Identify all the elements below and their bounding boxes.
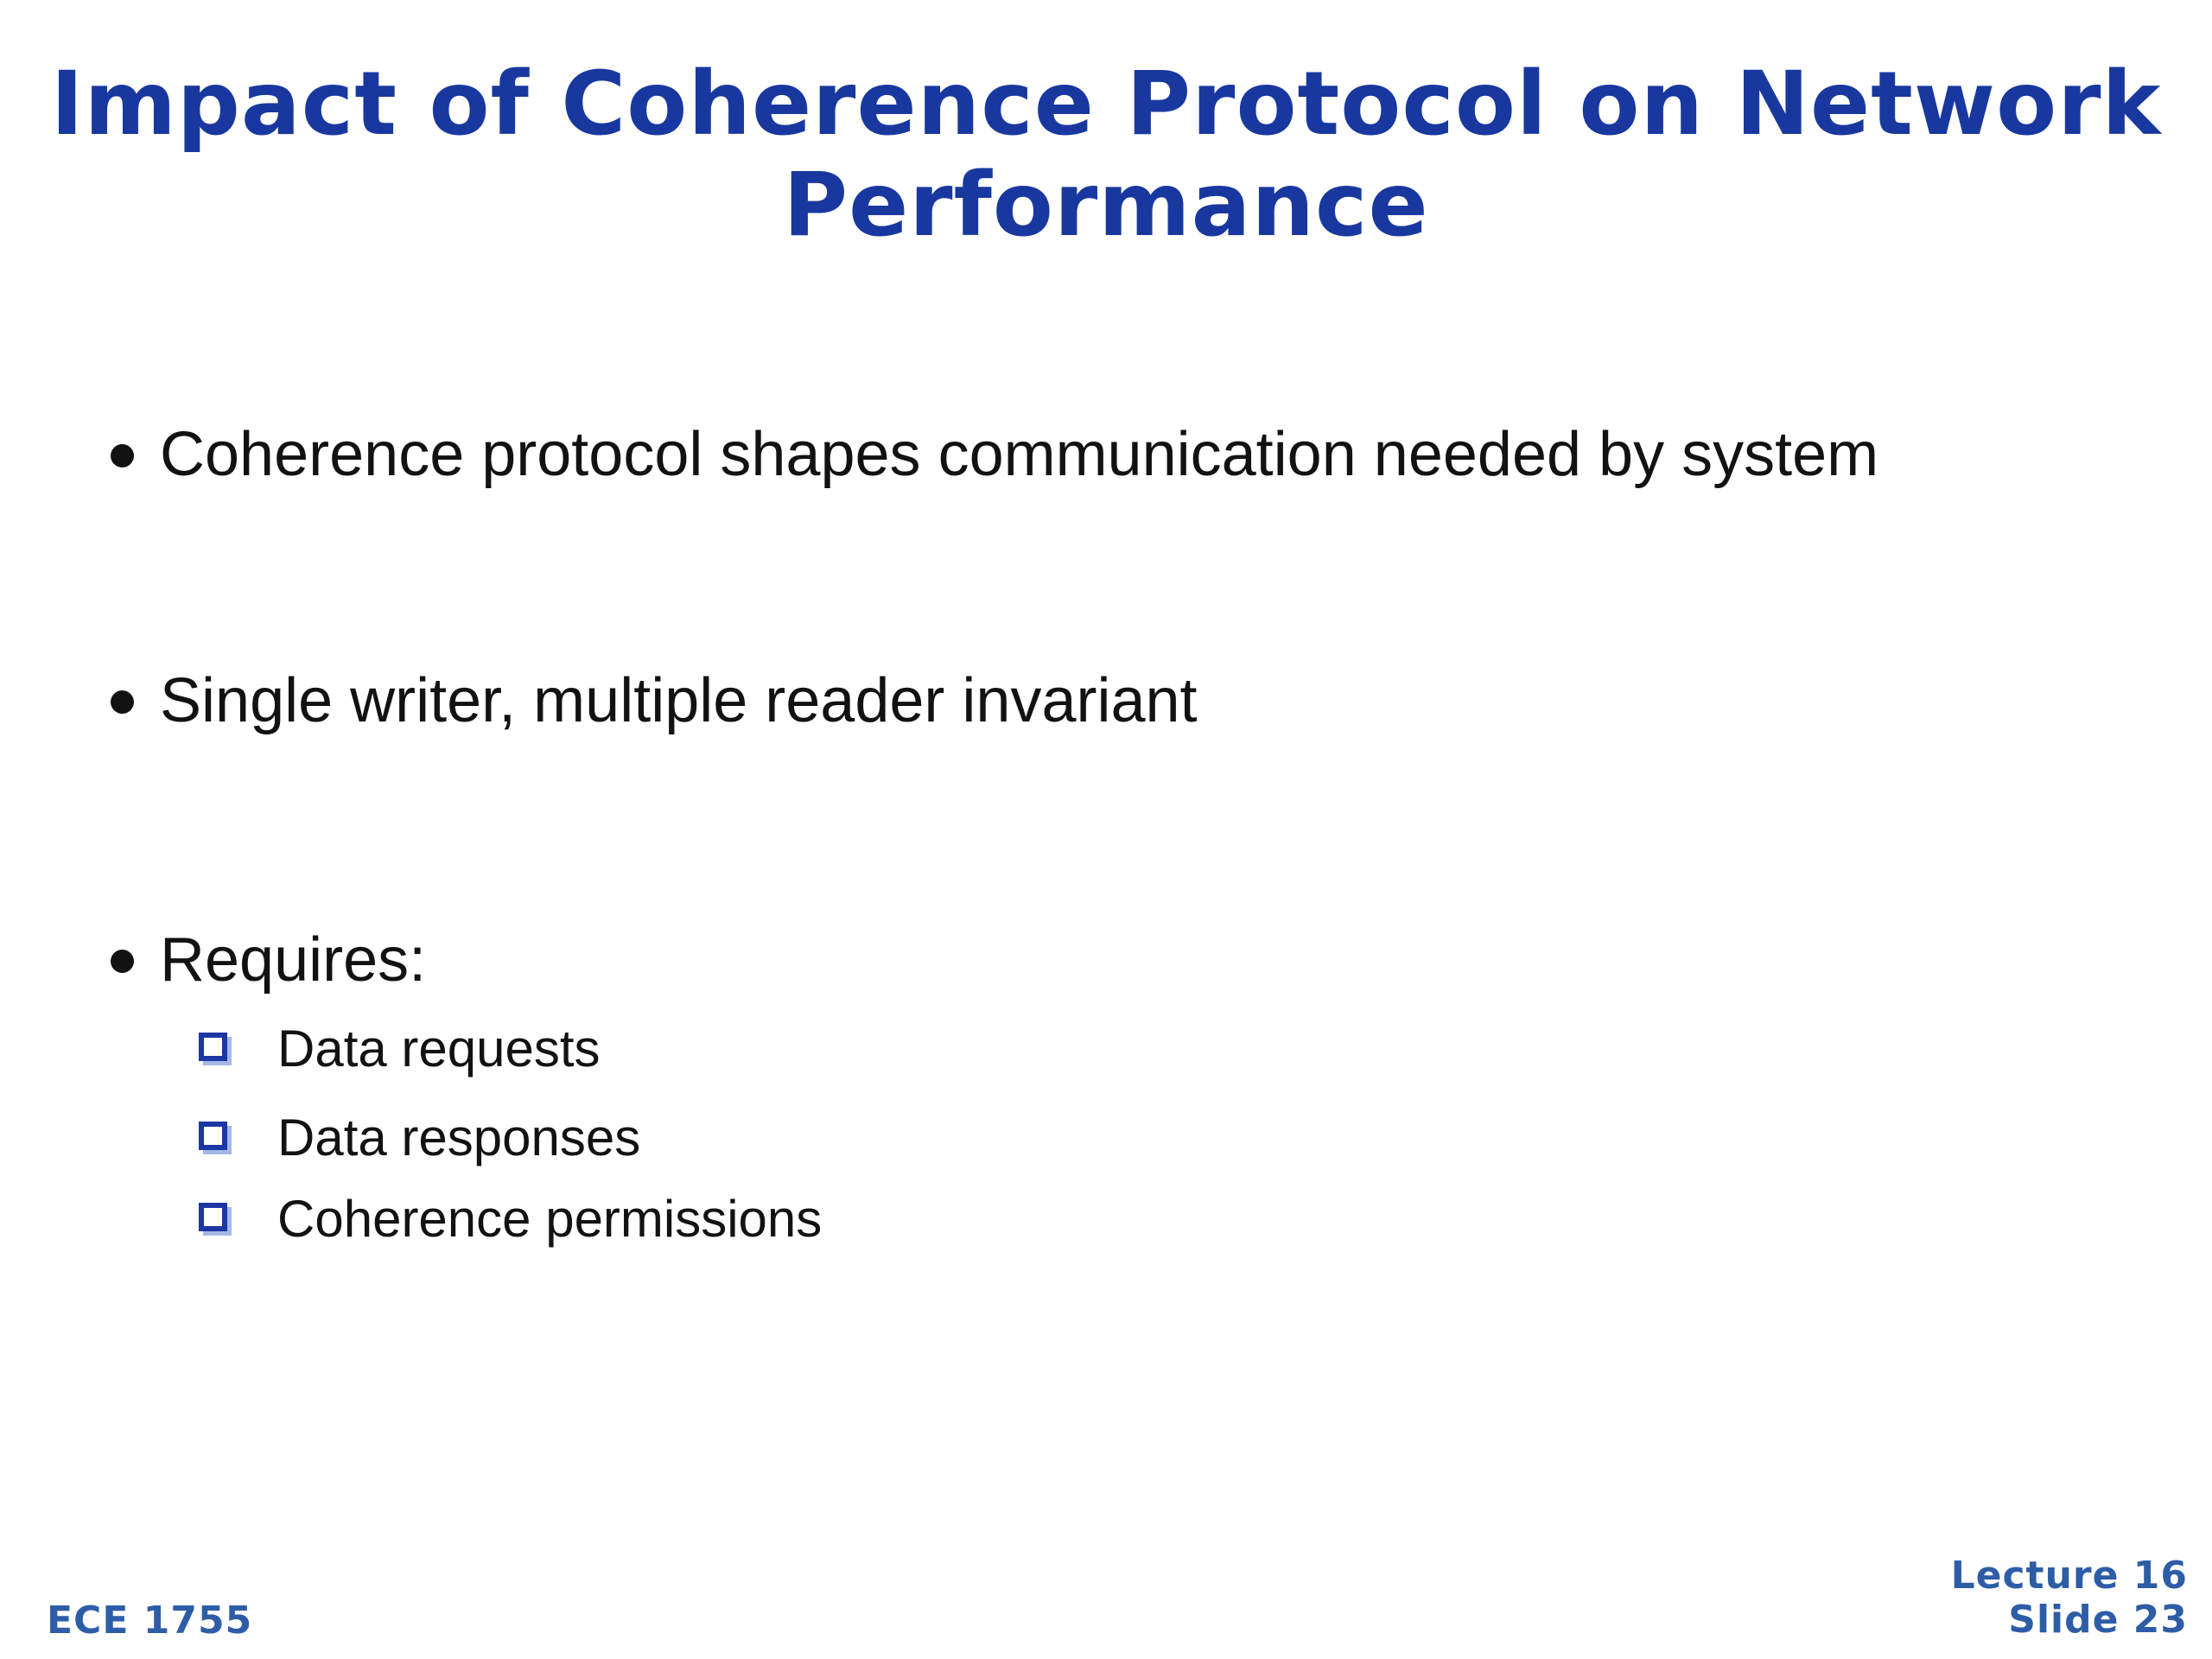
bullet-text: Requires:	[160, 925, 427, 995]
bullet-text: Coherence protocol shapes communication …	[160, 420, 1879, 489]
bullet-dot-icon	[111, 950, 134, 973]
sub-bullet-item: Coherence permissions	[199, 1188, 822, 1250]
bullet-item: Single writer, multiple reader invariant	[111, 664, 1198, 738]
footer-slide-label: Slide 23	[2008, 1598, 2188, 1643]
bullet-text: Single writer, multiple reader invariant	[160, 666, 1198, 735]
bullet-dot-icon	[111, 444, 134, 467]
slide-title-line2: Performance	[783, 154, 1429, 257]
bullet-item: Requires:	[111, 923, 426, 997]
footer-course-label: ECE 1755	[47, 1599, 253, 1643]
sub-bullet-item: Data responses	[199, 1107, 640, 1169]
sub-bullet-text: Coherence permissions	[277, 1190, 823, 1248]
footer-lecture-label: Lecture 16	[1950, 1554, 2188, 1598]
bullet-item: Coherence protocol shapes communication …	[111, 417, 1878, 492]
sub-bullet-text: Data requests	[277, 1020, 601, 1077]
bullet-dot-icon	[111, 690, 134, 714]
slide-title: Impact of Coherence Protocol on Network …	[0, 54, 2212, 257]
square-bullet-icon	[199, 1202, 227, 1231]
sub-bullet-item: Data requests	[199, 1018, 601, 1080]
square-bullet-icon	[199, 1032, 227, 1061]
square-bullet-icon	[199, 1121, 227, 1150]
slide-title-line1: Impact of Coherence Protocol on Network	[50, 53, 2162, 156]
footer-lecture-slide-block: Lecture 16 Slide 23	[1951, 1554, 2188, 1643]
sub-bullet-text: Data responses	[277, 1109, 641, 1166]
